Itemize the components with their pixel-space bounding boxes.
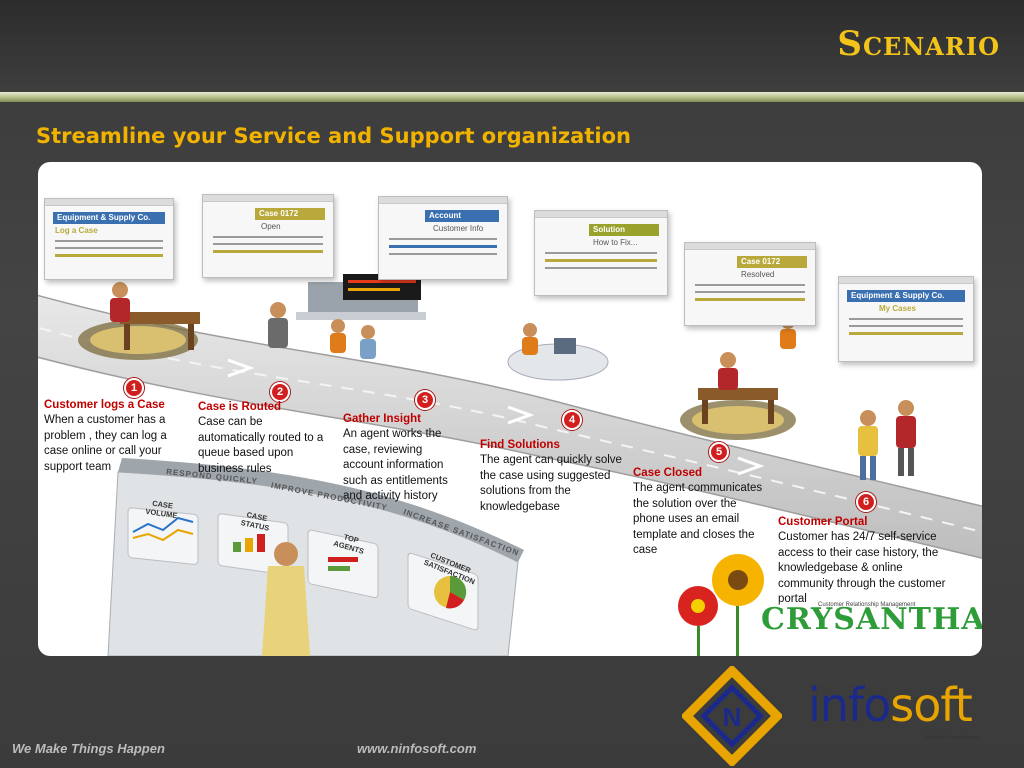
window-subheader: Resolved bbox=[741, 270, 775, 279]
window-header: Case 0172 bbox=[255, 208, 325, 220]
window-header: Case 0172 bbox=[737, 256, 807, 268]
infosoft-logo-icon: N bbox=[682, 666, 782, 766]
header-rule bbox=[0, 92, 1024, 102]
window-subheader: Customer Info bbox=[433, 224, 484, 233]
step-3-text: Gather Insight An agent works the case, … bbox=[343, 412, 463, 504]
window-account: Account Customer Info bbox=[378, 196, 508, 280]
wordmark-info: info bbox=[808, 678, 891, 732]
step-description: Customer has 24/7 self-service access to… bbox=[778, 531, 946, 606]
customer-desk-illustration bbox=[110, 282, 200, 350]
step-6-text: Customer Portal Customer has 24/7 self-s… bbox=[778, 515, 952, 607]
step-description: An agent works the case, reviewing accou… bbox=[343, 428, 448, 503]
footer-url[interactable]: www.ninfosoft.com bbox=[357, 741, 477, 756]
workflow-road bbox=[38, 274, 982, 656]
window-log-a-case: Equipment & Supply Co. Log a Case bbox=[44, 198, 174, 280]
step-title: Customer Portal bbox=[778, 516, 868, 528]
logo-mark: N bbox=[723, 702, 742, 732]
agent-desk-illustration bbox=[507, 323, 609, 381]
step-badge-1: 1 bbox=[124, 378, 144, 398]
wordmark-soft: soft bbox=[890, 678, 973, 732]
step-title: Customer logs a Case bbox=[44, 399, 165, 411]
window-solution: Solution How to Fix... bbox=[534, 210, 668, 296]
step-badge-3: 3 bbox=[415, 390, 435, 410]
closing-agent-illustration bbox=[698, 315, 796, 424]
step-badge-2: 2 bbox=[270, 382, 290, 402]
footer-slogan: We Make Things Happen bbox=[12, 741, 165, 756]
window-header: Equipment & Supply Co. bbox=[847, 290, 965, 302]
slide-subtitle: Streamline your Service and Support orga… bbox=[36, 124, 631, 148]
window-subheader: My Cases bbox=[879, 304, 916, 313]
scenario-panel: Equipment & Supply Co. Log a Case Case 0… bbox=[38, 162, 982, 656]
step-badge-5: 5 bbox=[709, 442, 729, 462]
step-title: Find Solutions bbox=[480, 439, 560, 451]
step-2-text: Case is Routed Case can be automatically… bbox=[198, 400, 330, 477]
brand-tagline: Customer Relationship Management bbox=[818, 602, 916, 608]
step-5-text: Case Closed The agent communicates the s… bbox=[633, 466, 771, 558]
window-header: Solution bbox=[589, 224, 659, 236]
header-band bbox=[0, 0, 1024, 92]
slide-title: Scenario bbox=[837, 24, 1000, 64]
step-description: When a customer has a problem , they can… bbox=[44, 414, 167, 473]
window-header: Account bbox=[425, 210, 499, 222]
window-my-cases: Equipment & Supply Co. My Cases bbox=[838, 276, 974, 362]
step-title: Case Closed bbox=[633, 467, 703, 479]
window-subheader: How to Fix... bbox=[593, 238, 638, 247]
step-title: Gather Insight bbox=[343, 413, 421, 425]
handshake-illustration bbox=[858, 400, 916, 480]
step-description: The agent communicates the solution over… bbox=[633, 482, 763, 557]
window-header: Equipment & Supply Co. bbox=[53, 212, 165, 224]
step-title: Case is Routed bbox=[198, 401, 282, 413]
logo-tagline: We Make Things Happen bbox=[924, 735, 981, 741]
step-1-text: Customer logs a Case When a customer has… bbox=[44, 398, 186, 475]
presenter-illustration bbox=[262, 542, 310, 656]
call-center-illustration bbox=[268, 274, 426, 359]
dashboard-console bbox=[107, 458, 524, 656]
infosoft-wordmark: infosoft bbox=[808, 678, 973, 732]
window-subheader: Log a Case bbox=[55, 226, 98, 235]
step-badge-6: 6 bbox=[856, 492, 876, 512]
brand-name: CRYSANTHAM bbox=[761, 602, 982, 637]
flower-illustration bbox=[678, 554, 764, 656]
window-subheader: Open bbox=[261, 222, 281, 231]
step-4-text: Find Solutions The agent can quickly sol… bbox=[480, 438, 624, 515]
window-case-open: Case 0172 Open bbox=[202, 194, 334, 278]
step-description: Case can be automatically routed to a qu… bbox=[198, 416, 324, 475]
window-case-resolved: Case 0172 Resolved bbox=[684, 242, 816, 326]
step-badge-4: 4 bbox=[562, 410, 582, 430]
step-description: The agent can quickly solve the case usi… bbox=[480, 454, 622, 513]
